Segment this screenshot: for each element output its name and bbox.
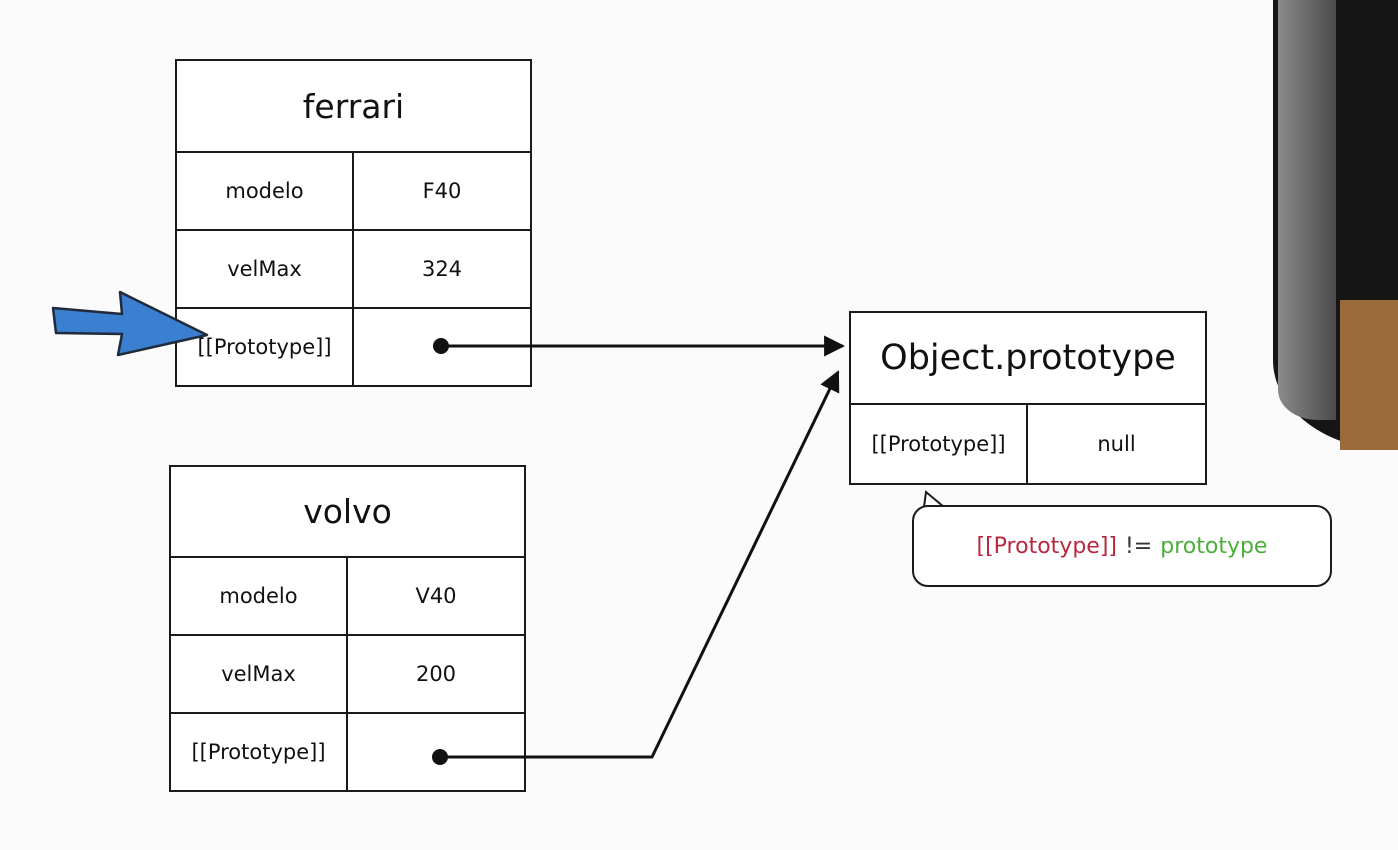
volvo-key-velmax: velMax [169,634,348,714]
ferrari-title: ferrari [175,59,532,153]
volvo-value-prototype-pointer [345,712,527,792]
object-prototype-key-prototype: [[Prototype]] [849,403,1028,485]
background-wood-surface [1340,300,1398,450]
ferrari-key-prototype: [[Prototype]] [175,307,354,387]
volvo-key-modelo: modelo [169,556,348,636]
ferrari-value-prototype-pointer [352,307,532,387]
ferrari-value-modelo: F40 [352,151,532,231]
note-left-term: [[Prototype]] [976,533,1117,559]
prototype-note-bubble: [[Prototype]] != prototype [912,505,1332,587]
volvo-key-prototype: [[Prototype]] [169,712,348,792]
note-right-term: prototype [1160,533,1268,559]
ferrari-value-velmax: 324 [352,229,532,309]
volvo-object-box: volvo modelo V40 velMax 200 [[Prototype]… [168,465,527,792]
object-prototype-box: Object.prototype [[Prototype]] null [848,311,1208,485]
ferrari-key-velmax: velMax [175,229,354,309]
object-prototype-value-null: null [1025,403,1208,485]
note-operator: != [1124,533,1153,559]
volvo-value-modelo: V40 [345,556,527,636]
ferrari-object-box: ferrari modelo F40 velMax 324 [[Prototyp… [175,59,532,387]
ferrari-key-modelo: modelo [175,151,354,231]
volvo-value-velmax: 200 [345,634,527,714]
object-prototype-title: Object.prototype [848,311,1208,405]
background-device-panel [1278,0,1336,420]
volvo-title: volvo [168,465,527,558]
